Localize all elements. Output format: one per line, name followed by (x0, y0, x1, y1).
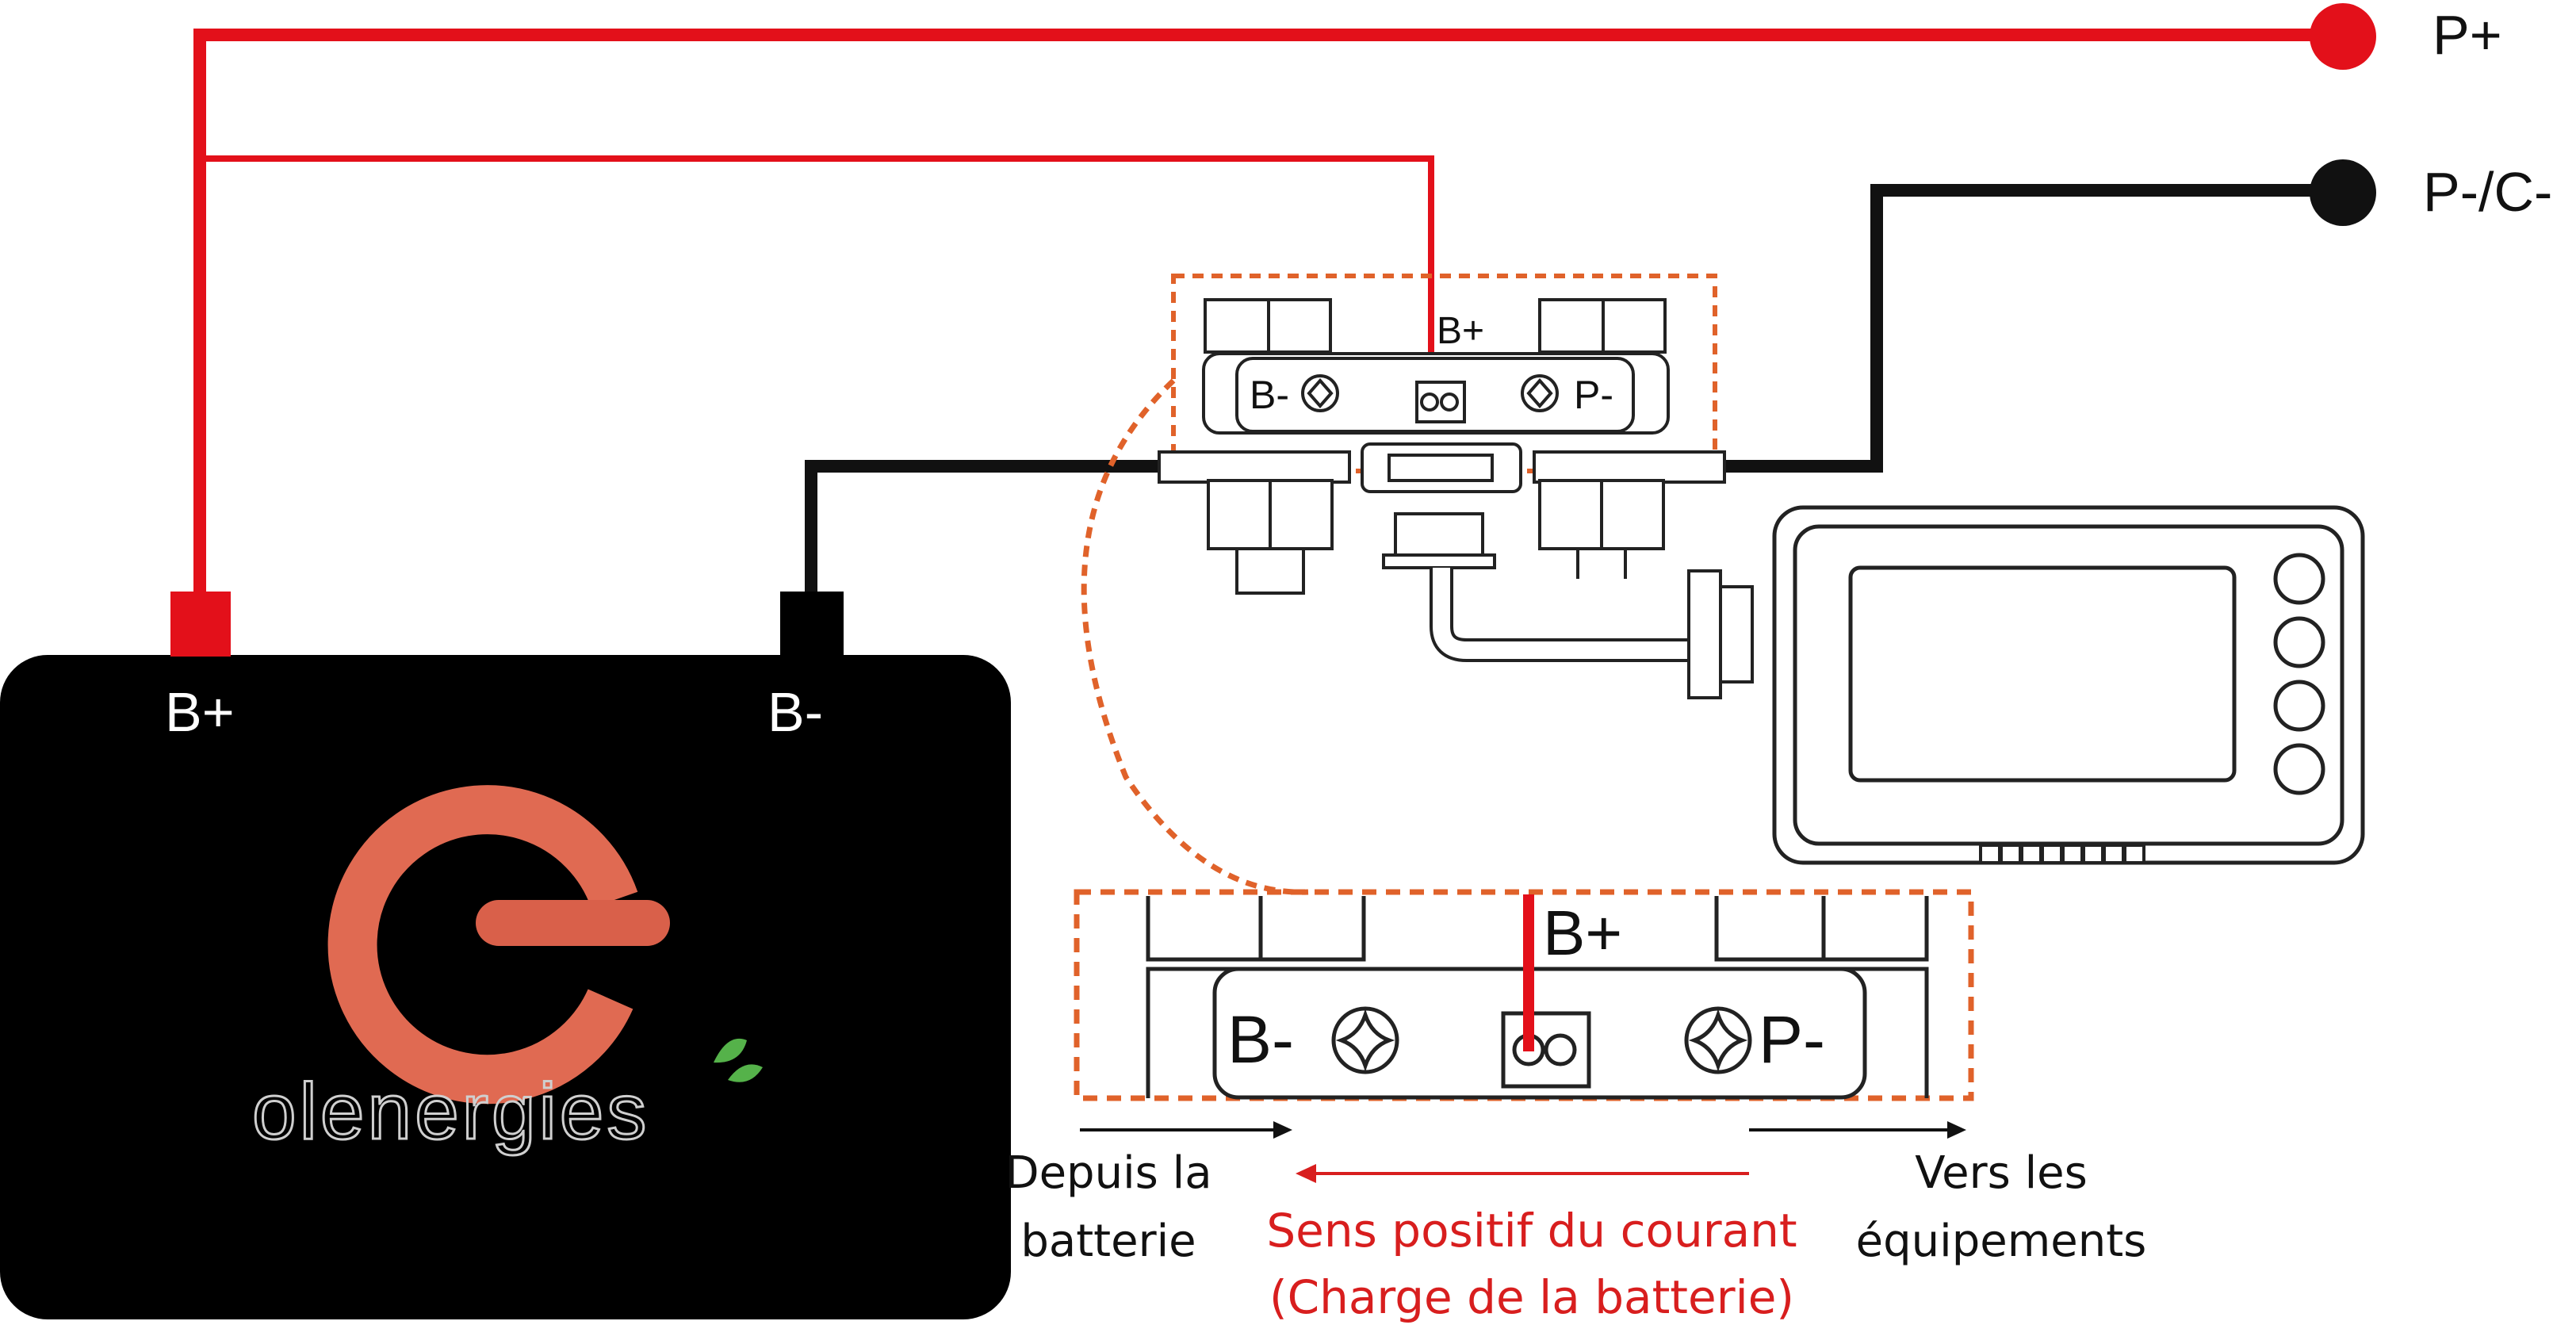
display-port (1979, 844, 2145, 864)
to-equipment-caption-line2: équipements (1856, 1216, 2147, 1267)
display-button-1 (2273, 553, 2325, 605)
display-button-3 (2273, 680, 2325, 732)
battery-positive-post (170, 592, 231, 657)
to-equipment-caption-line1: Vers les (1915, 1147, 2088, 1199)
zoom-b-plus-label: B+ (1543, 898, 1622, 968)
shunt-b-plus-label: B+ (1437, 310, 1484, 352)
battery-b-plus-label: B+ (165, 681, 235, 743)
battery-monitor-display (1772, 505, 2365, 865)
positive-wires (193, 29, 2339, 596)
battery-b-minus-label: B- (767, 681, 823, 743)
olenergies-logo-icon (327, 785, 763, 1105)
zoom-connector-arc (1081, 378, 1309, 895)
battery-body (0, 655, 1011, 1319)
to-equipment-arrow-icon (1947, 1121, 1966, 1139)
olenergies-logo-text: olenergies (252, 1067, 649, 1156)
p-plus-label: P+ (2432, 4, 2502, 66)
shunt-sense-wire (200, 155, 1434, 404)
battery-negative-wire (805, 460, 1164, 603)
shunt-b-minus-label: B- (1250, 373, 1289, 417)
p-minus-c-minus-label: P-/C- (2423, 161, 2552, 223)
p-plus-terminal-dot (2310, 3, 2376, 70)
battery (0, 592, 1011, 1319)
display-screen (1848, 565, 2237, 783)
main-positive-wire (193, 29, 2339, 596)
zoom-p-minus-screw-icon (1684, 1006, 1752, 1074)
load-negative-wire (1717, 184, 2339, 473)
zoomed-shunt (1146, 896, 1929, 1100)
shunt-dashed-frame (1171, 274, 1717, 473)
negative-wires (805, 184, 2339, 603)
zoom-p-minus-label: P- (1759, 1002, 1825, 1077)
from-battery-caption-line1: Depuis la (1005, 1147, 1211, 1199)
zoom-b-minus-screw-icon (1331, 1006, 1399, 1074)
shunt-p-minus-label: P- (1574, 373, 1613, 417)
battery-negative-post (780, 592, 844, 657)
p-minus-terminal-dot (2310, 159, 2376, 226)
shunt-module (1158, 274, 1754, 699)
zoom-b-minus-label: B- (1227, 1002, 1294, 1077)
display-button-2 (2273, 616, 2325, 668)
current-direction-arrow-icon (1296, 1164, 1316, 1183)
from-battery-arrow-icon (1273, 1121, 1292, 1139)
from-battery-caption-line2: batterie (1020, 1216, 1196, 1267)
current-direction-caption-line1: Sens positif du courant (1266, 1204, 1797, 1258)
current-direction-caption-line2: (Charge de la batterie) (1269, 1270, 1794, 1324)
direction-arrows (1080, 1121, 1966, 1183)
display-button-4 (2273, 743, 2325, 795)
